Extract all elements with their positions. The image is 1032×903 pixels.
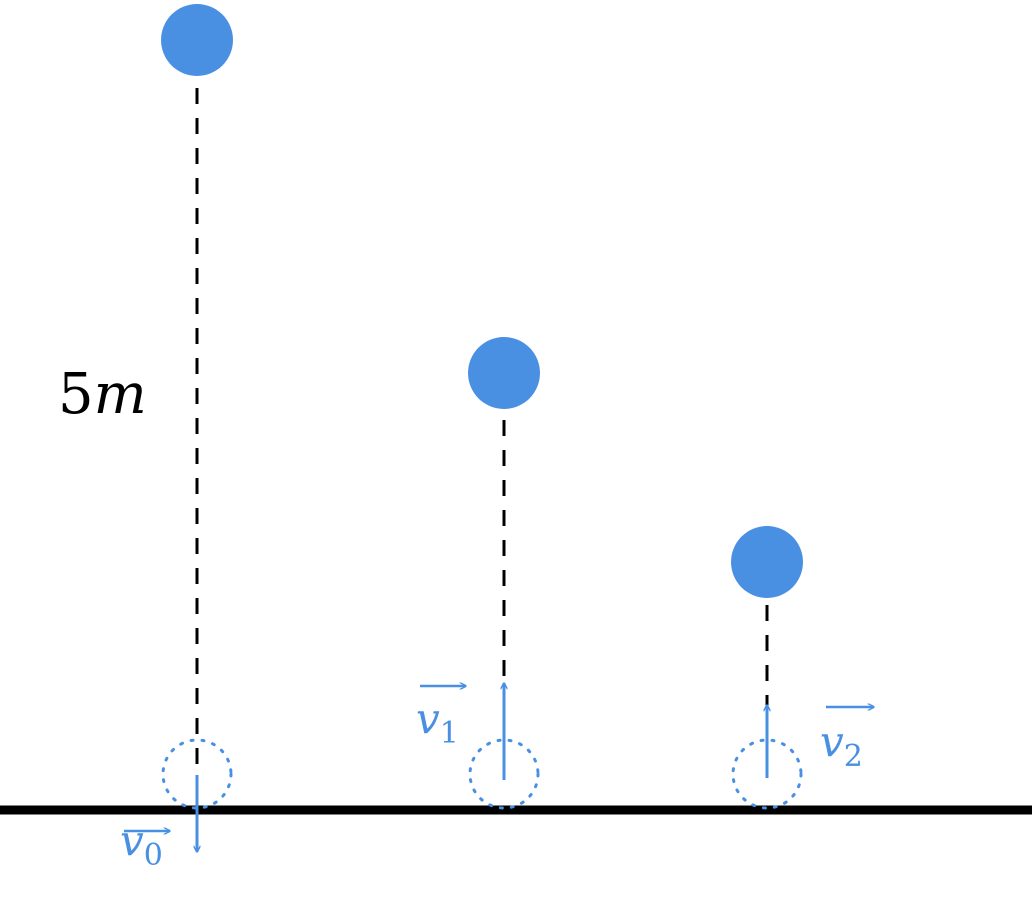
velocity-subscript-v0: 0 xyxy=(144,838,163,873)
velocity-symbol-v2: v xyxy=(820,717,844,766)
velocity-label-v1: v1 xyxy=(416,694,459,751)
height-unit: m xyxy=(94,362,147,427)
ball-ground-contact-0 xyxy=(161,738,233,810)
height-label: 5m xyxy=(58,362,147,427)
velocity-symbol-v1: v xyxy=(416,694,440,743)
velocity-label-v2: v2 xyxy=(820,717,863,774)
velocity-subscript-v1: 1 xyxy=(440,716,459,751)
ball-bounce-1 xyxy=(468,337,540,409)
ball-ground-contact-1 xyxy=(468,738,540,810)
velocity-subscript-v2: 2 xyxy=(844,739,863,774)
height-value: 5 xyxy=(58,362,94,427)
ball-ground-contact-2 xyxy=(731,738,803,810)
velocity-symbol-v0: v xyxy=(120,816,144,865)
ball-bounce-2 xyxy=(731,526,803,598)
velocity-label-v0: v0 xyxy=(120,816,163,873)
ball-initial xyxy=(161,4,233,76)
